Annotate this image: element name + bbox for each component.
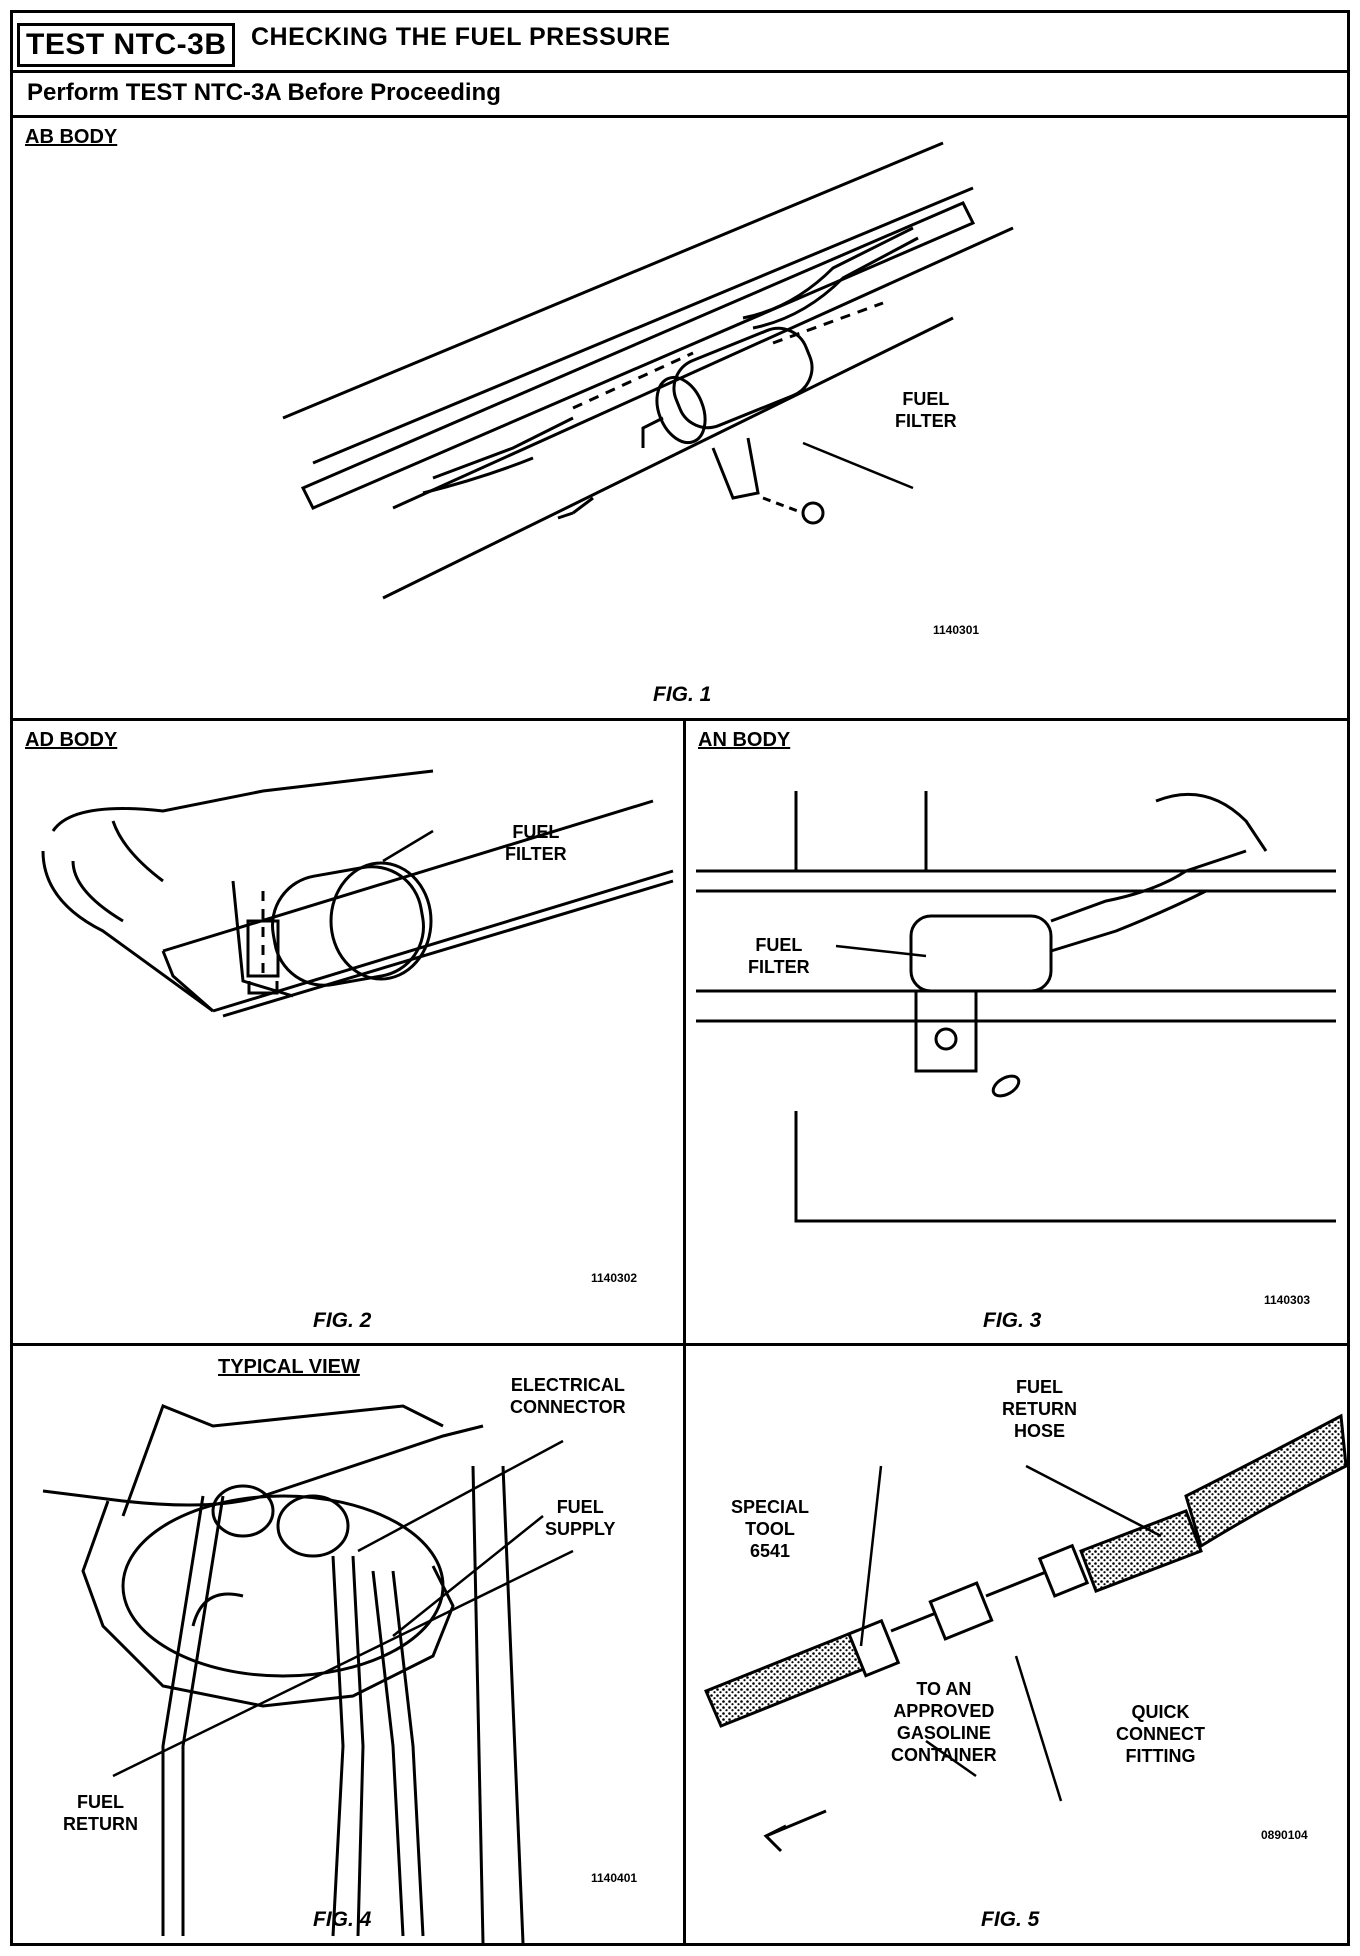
fig4-view-title: TYPICAL VIEW <box>218 1356 360 1378</box>
prerequisite-note: Perform TEST NTC-3A Before Proceeding <box>27 79 501 106</box>
fuel-return-label: FUEL RETURN <box>63 1792 138 1834</box>
test-id: TEST NTC-3B <box>17 23 235 67</box>
fig2-fuel-filter-label: FUEL FILTER <box>505 822 567 864</box>
fig4-caption: FIG. 4 <box>313 1908 372 1931</box>
fig3-code: 1140303 <box>1264 1293 1311 1307</box>
prerequisite-row: Perform TEST NTC-3A Before Proceeding <box>13 73 1347 118</box>
electrical-connector-label: ELECTRICAL CONNECTOR <box>510 1375 626 1417</box>
fig5-caption: FIG. 5 <box>981 1908 1040 1931</box>
fig2-panel: AD BODY FUEL FILTER 1140302 F <box>13 721 683 1343</box>
special-tool-label: SPECIAL TOOL 6541 <box>731 1497 810 1561</box>
fig2-code: 1140302 <box>591 1271 638 1285</box>
fig5-panel: FUEL RETURN HOSE SPECIAL TOOL 6541 TO AN… <box>686 1346 1347 1943</box>
fig3-body-title: AN BODY <box>698 729 791 751</box>
test-title: CHECKING THE FUEL PRESSURE <box>251 23 671 51</box>
fuel-supply-label: FUEL SUPPLY <box>545 1497 616 1539</box>
divider <box>13 1343 1347 1346</box>
fig2-body-title: AD BODY <box>25 729 118 751</box>
fig3-caption: FIG. 3 <box>983 1309 1042 1332</box>
fuel-pump-module-illustration <box>42 1404 574 1943</box>
divider <box>683 721 686 1946</box>
fig5-code: 0890104 <box>1261 1828 1308 1842</box>
test-sheet: TEST NTC-3B CHECKING THE FUEL PRESSURE P… <box>10 10 1350 1946</box>
fuel-filter-an-illustration <box>696 791 1336 1223</box>
fig1-body-title: AB BODY <box>25 126 118 148</box>
fig3-fuel-filter-label: FUEL FILTER <box>748 935 810 977</box>
fig3-panel: AN BODY FUEL FILTER 1140303 F <box>686 721 1347 1343</box>
fuel-return-hose-illustration <box>704 1413 1347 1853</box>
fuel-return-hose-label: FUEL RETURN HOSE <box>1002 1377 1077 1441</box>
fig1-code: 1140301 <box>933 623 980 637</box>
fig2-caption: FIG. 2 <box>313 1309 372 1332</box>
fig1-panel: AB BODY <box>13 118 1347 718</box>
header-row: TEST NTC-3B CHECKING THE FUEL PRESSURE <box>13 13 1347 73</box>
fuel-filter-ab-illustration <box>282 141 1014 600</box>
fuel-filter-ad-illustration <box>41 769 674 1018</box>
fig1-caption: FIG. 1 <box>653 683 712 706</box>
quick-connect-fitting-label: QUICK CONNECT FITTING <box>1116 1702 1205 1766</box>
fig1-fuel-filter-label: FUEL FILTER <box>895 389 957 431</box>
gasoline-container-label: TO AN APPROVED GASOLINE CONTAINER <box>891 1679 997 1765</box>
fig4-code: 1140401 <box>591 1871 638 1885</box>
divider <box>13 718 1347 721</box>
fig4-panel: TYPICAL VIEW <box>13 1346 683 1943</box>
